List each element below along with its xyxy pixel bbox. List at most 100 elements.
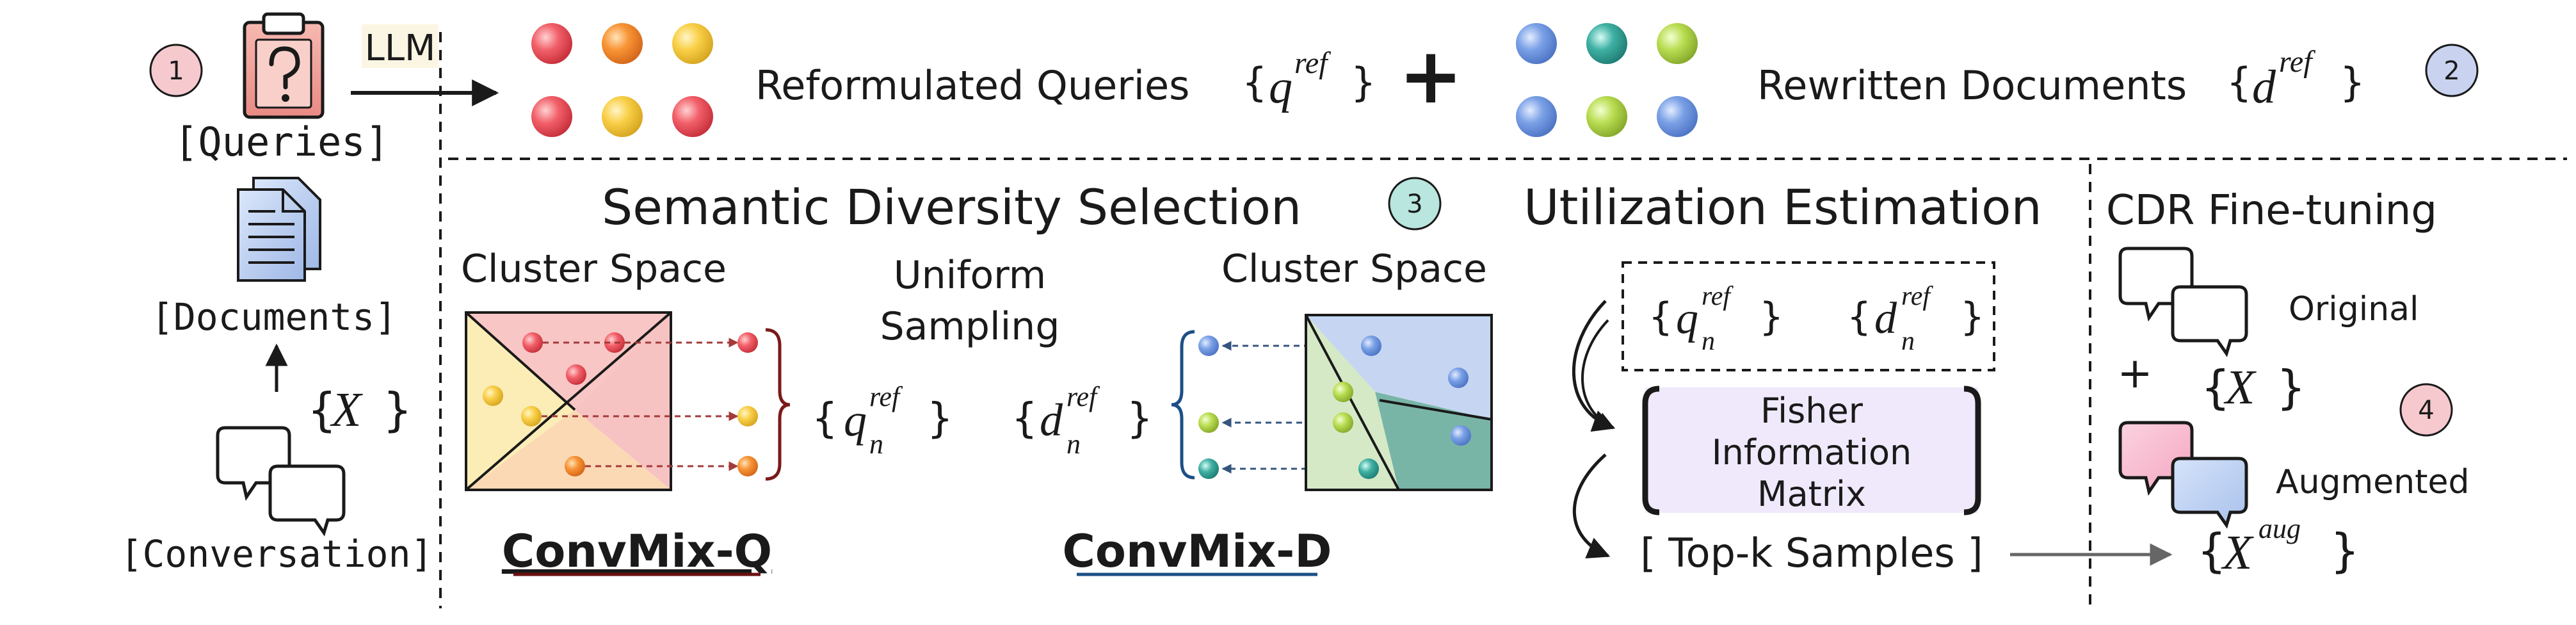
query-ball <box>602 96 643 137</box>
step-4-number: 4 <box>2418 396 2434 425</box>
svg-text:}: } <box>1960 295 1984 339</box>
candidates-to-fisher-arrow-2 <box>1581 319 1615 429</box>
query-cluster-point <box>522 332 543 353</box>
document-ball <box>1586 23 1627 64</box>
utilization-candidate-box <box>1622 261 1995 371</box>
plus-sign-cdr: + <box>2117 348 2152 398</box>
augmented-x-label: X <box>2221 526 2254 580</box>
n-subscript: n <box>1901 327 1915 356</box>
cdr-title: CDR Fine-tuning <box>2106 187 2437 234</box>
aug-superscript: aug <box>2258 513 2301 544</box>
ref-superscript: ref <box>1901 282 1933 311</box>
d-ref-set-top: { d ref } <box>2226 45 2365 113</box>
sampled-query-point <box>737 456 758 476</box>
conversation-x-label: X <box>330 383 363 437</box>
document-ball-grid <box>1516 23 1698 137</box>
d-symbol: d <box>1040 394 1063 446</box>
svg-text:{: { <box>2197 524 2226 578</box>
d-symbol: d <box>2252 61 2276 113</box>
svg-text:{: { <box>1648 295 1673 339</box>
query-ball <box>602 23 643 64</box>
svg-text:}: } <box>2276 361 2306 414</box>
q-symbol: q <box>1676 294 1698 343</box>
topk-samples-label: [ Top-k Samples ] <box>1640 530 1983 576</box>
n-subscript: n <box>869 428 883 460</box>
document-sample-brace <box>1171 330 1195 480</box>
query-cluster-point <box>483 386 503 406</box>
cluster-square-documents <box>1305 314 1493 491</box>
svg-text:{: { <box>812 395 838 442</box>
document-ball <box>1516 96 1557 137</box>
sampled-document-point <box>1198 459 1219 479</box>
uniform-label-line1: Uniform <box>894 253 1047 298</box>
augmented-label: Augmented <box>2276 463 2470 501</box>
d-n-ref-set-middle: { d ref n } <box>1011 381 1153 460</box>
query-ball-grid <box>531 23 713 137</box>
step-4-badge: 4 <box>2399 383 2453 437</box>
query-cluster-point <box>565 456 585 476</box>
ref-superscript: ref <box>1294 46 1331 80</box>
reformulated-queries-label: Reformulated Queries <box>755 62 1189 109</box>
step-2-badge: 2 <box>2425 44 2479 97</box>
ref-superscript: ref <box>1067 381 1100 412</box>
conversation-label: [Conversation] <box>120 532 433 576</box>
fisher-information-box: Fisher Information Matrix <box>1642 386 1981 515</box>
svg-text:{: { <box>1242 59 1267 106</box>
convmix-q-label: ConvMix-Q <box>502 525 772 578</box>
svg-text:}: } <box>1127 395 1153 442</box>
augmented-x-set: { X aug } <box>2197 513 2360 580</box>
uniform-label-line2: Sampling <box>880 304 1060 349</box>
step-2-number: 2 <box>2443 56 2459 86</box>
sampled-document-point <box>1198 336 1219 356</box>
q-ref-set-top: { q ref } <box>1242 46 1376 113</box>
q-symbol: q <box>1269 61 1292 113</box>
clipboard-question-icon <box>243 12 325 119</box>
documents-label: [Documents] <box>151 295 397 339</box>
svg-text:}: } <box>1351 59 1376 106</box>
ref-superscript: ref <box>2279 45 2315 79</box>
svg-text:{: { <box>2201 361 2230 414</box>
ref-superscript: ref <box>869 381 903 412</box>
document-cluster-point <box>1451 425 1471 446</box>
query-ball <box>672 23 713 64</box>
q-symbol: q <box>844 394 867 446</box>
rewritten-documents-label: Rewritten Documents <box>1757 62 2187 109</box>
query-ball <box>531 96 572 137</box>
document-ball <box>1586 96 1627 137</box>
q-n-ref-set-utilization: { q ref n } <box>1648 282 1783 356</box>
ref-superscript: ref <box>1702 282 1734 311</box>
document-cluster-point <box>1361 336 1381 356</box>
query-sample-brace <box>765 328 791 481</box>
documents-icon <box>237 177 321 282</box>
fisher-to-topk-arrow <box>1572 453 1611 558</box>
query-cluster-point <box>566 364 586 385</box>
document-ball <box>1516 23 1557 64</box>
svg-text:{: { <box>1011 395 1038 442</box>
svg-text:{: { <box>1847 295 1871 339</box>
step-1-badge: 1 <box>149 44 203 97</box>
original-label: Original <box>2289 290 2419 329</box>
convmix-d-label: ConvMix-D <box>1063 525 1332 578</box>
sampled-query-point <box>737 406 758 426</box>
conversation-x-brace-open: { <box>307 383 337 437</box>
conversation-bubbles-icon <box>216 426 346 537</box>
n-subscript: n <box>1067 428 1081 460</box>
svg-text:}: } <box>1759 295 1783 339</box>
query-ball <box>672 96 713 137</box>
fisher-line-1: Fisher <box>1760 391 1864 431</box>
d-n-ref-set-utilization: { d ref n } <box>1847 282 1984 356</box>
original-x-label: X <box>2223 361 2257 414</box>
step-3-badge: 3 <box>1388 177 1442 231</box>
queries-label: [Queries] <box>174 118 389 165</box>
svg-text:}: } <box>2330 524 2360 578</box>
cluster-space-label-left: Cluster Space <box>461 247 727 291</box>
n-subscript: n <box>1702 327 1715 356</box>
utilization-title: Utilization Estimation <box>1524 179 2042 236</box>
d-symbol: d <box>1874 294 1897 343</box>
query-ball <box>531 23 572 64</box>
semantic-diversity-title: Semantic Diversity Selection <box>602 179 1301 236</box>
document-ball <box>1657 96 1698 137</box>
query-cluster-point <box>521 406 542 426</box>
